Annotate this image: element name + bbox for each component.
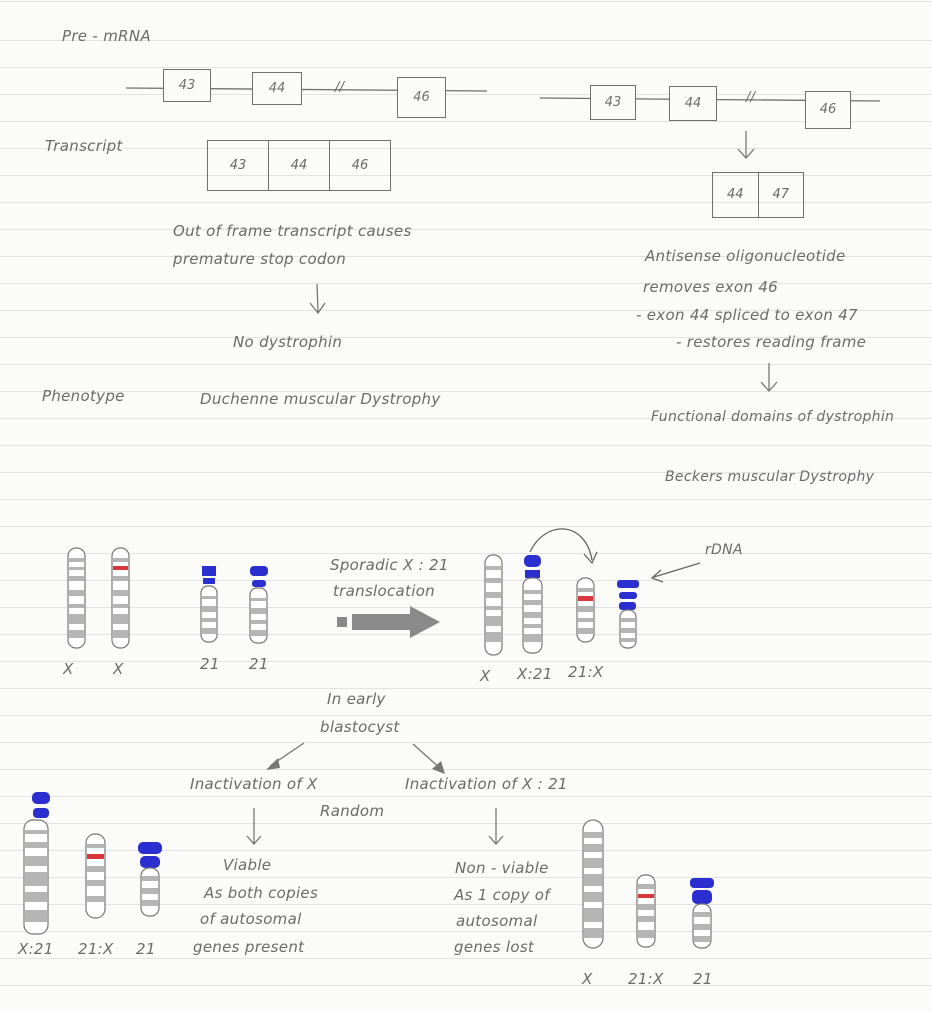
- viable-line4: genes present: [193, 938, 305, 956]
- break-mark-right: //: [746, 90, 756, 105]
- label-21-bottom: 21: [136, 940, 156, 958]
- viable-line3: of autosomal: [200, 910, 302, 928]
- label-x21-bottom: X:21: [18, 940, 54, 958]
- functional-domains: Functional domains of dystrophin: [651, 409, 895, 425]
- chromosome-x21-bottom: [23, 792, 50, 935]
- chromosome-21-bottom-left: [138, 842, 162, 917]
- out-of-frame-line1: Out of frame transcript causes: [173, 222, 412, 240]
- exon-46-box: 46: [397, 77, 446, 118]
- dmd-text: Duchenne muscular Dystrophy: [200, 390, 441, 408]
- chromosome-x-left-1: [67, 547, 86, 649]
- chromosome-21x-bottom-right: [636, 874, 656, 948]
- phenotype-label: Phenotype: [42, 387, 125, 405]
- translocation-line1: Sporadic X : 21: [330, 556, 449, 574]
- exon-43-box-right: 43: [590, 85, 636, 120]
- chromosome-x-left-2: [111, 547, 130, 649]
- inactivation-x: Inactivation of X: [190, 775, 318, 793]
- transcript-exon-47-right: 47: [772, 187, 790, 202]
- nonviable-line4: genes lost: [454, 938, 535, 956]
- aso-line1: Antisense oligonucleotide: [645, 247, 846, 265]
- viable-line2: As both copies: [204, 884, 319, 902]
- rdna-label: rDNA: [705, 542, 743, 558]
- break-mark: //: [335, 80, 345, 95]
- label-x-bottom-right: X: [582, 970, 593, 988]
- premrna-label: Pre - mRNA: [62, 27, 151, 45]
- chromosome-x-bottom-right: [582, 819, 604, 949]
- nonviable-line3: autosomal: [456, 912, 538, 930]
- transcript-right: 44 47: [712, 172, 804, 218]
- random-label: Random: [320, 802, 385, 820]
- early-line1: In early: [327, 690, 386, 708]
- label-21-bottom-right: 21: [693, 970, 713, 988]
- exon-46-box-right: 46: [805, 91, 851, 129]
- inactivation-x21: Inactivation of X : 21: [405, 775, 568, 793]
- label-x-1: X: [63, 660, 74, 678]
- chromosome-21-left-2: [249, 566, 268, 644]
- out-of-frame-line2: premature stop codon: [173, 250, 347, 268]
- nonviable-line2: As 1 copy of: [454, 886, 550, 904]
- label-x-right: X: [480, 667, 491, 685]
- chromosome-21x-bottom: [85, 833, 106, 919]
- viable-line1: Viable: [223, 856, 272, 874]
- nonviable-line1: Non - viable: [455, 859, 549, 877]
- aso-line3: - exon 44 spliced to exon 47: [636, 306, 858, 324]
- exon-44-box-right: 44: [669, 86, 717, 121]
- transcript-exon-43: 43: [208, 141, 269, 190]
- label-21-1: 21: [200, 655, 220, 673]
- label-21-2: 21: [249, 655, 269, 673]
- bmd-text: Beckers muscular Dystrophy: [665, 469, 875, 485]
- aso-line4: - restores reading frame: [676, 333, 867, 351]
- transcript-left: 43 44 46: [207, 140, 391, 191]
- label-21x-bottom-right: 21:X: [628, 970, 664, 988]
- label-21x-right: 21:X: [568, 663, 604, 681]
- chromosome-21-left-1: [200, 566, 218, 643]
- label-x-2: X: [113, 660, 124, 678]
- exon-43-box: 43: [163, 69, 211, 102]
- transcript-label: Transcript: [45, 137, 123, 155]
- exon-44-box: 44: [252, 72, 302, 105]
- translocation-line2: translocation: [333, 582, 435, 600]
- chromosome-21-bottom-right: [690, 878, 714, 949]
- chromosome-x-right: [484, 554, 503, 656]
- chromosome-21-right: [617, 580, 639, 649]
- transcript-exon-44: 44: [269, 141, 330, 190]
- label-x21-right: X:21: [517, 665, 553, 683]
- aso-line2: removes exon 46: [643, 278, 779, 296]
- no-dystrophin: No dystrophin: [233, 333, 343, 351]
- early-line2: blastocyst: [320, 718, 400, 736]
- chromosome-x21-right: [522, 555, 543, 654]
- transcript-exon-46: 46: [351, 158, 369, 173]
- label-21x-bottom: 21:X: [78, 940, 114, 958]
- chromosome-21x-right: [576, 577, 595, 643]
- transcript-exon-44-right: 44: [713, 173, 759, 217]
